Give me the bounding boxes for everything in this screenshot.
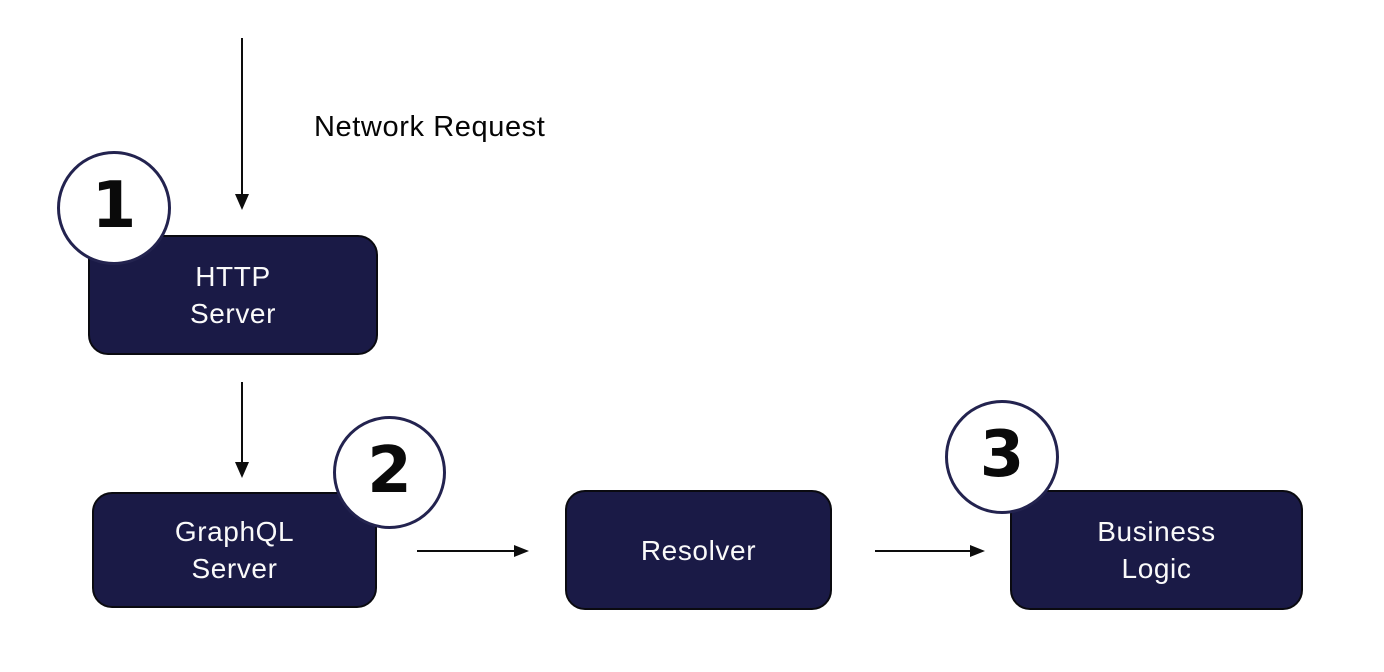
step-badge-2-number: 2: [367, 433, 412, 508]
network-request-label: Network Request: [314, 111, 546, 143]
node-business-logic: Business Logic: [1010, 490, 1303, 610]
node-graphql-server-label-line2: Server: [191, 553, 278, 584]
network-request-arrow: [241, 38, 243, 194]
step-badge-1-number: 1: [91, 169, 137, 243]
node-business-logic-label-line1: Business: [1097, 516, 1216, 547]
http-to-graphql-arrow: [241, 382, 243, 462]
resolver-to-business-arrow: [875, 550, 970, 552]
graphql-to-resolver-arrow: [417, 550, 514, 552]
step-badge-2: 2: [333, 416, 446, 529]
node-business-logic-label-line2: Logic: [1121, 553, 1192, 584]
node-resolver: Resolver: [565, 490, 832, 610]
step-badge-1: 1: [57, 151, 171, 265]
node-http-server-label-line1: HTTP: [195, 261, 271, 292]
node-resolver-label-line1: Resolver: [640, 534, 757, 566]
node-graphql-server: GraphQL Server: [92, 492, 377, 608]
node-graphql-server-label-line1: GraphQL: [174, 516, 295, 547]
step-badge-3-number: 3: [979, 418, 1025, 492]
step-badge-3: 3: [945, 400, 1059, 514]
node-http-server-label-line2: Server: [189, 298, 277, 329]
